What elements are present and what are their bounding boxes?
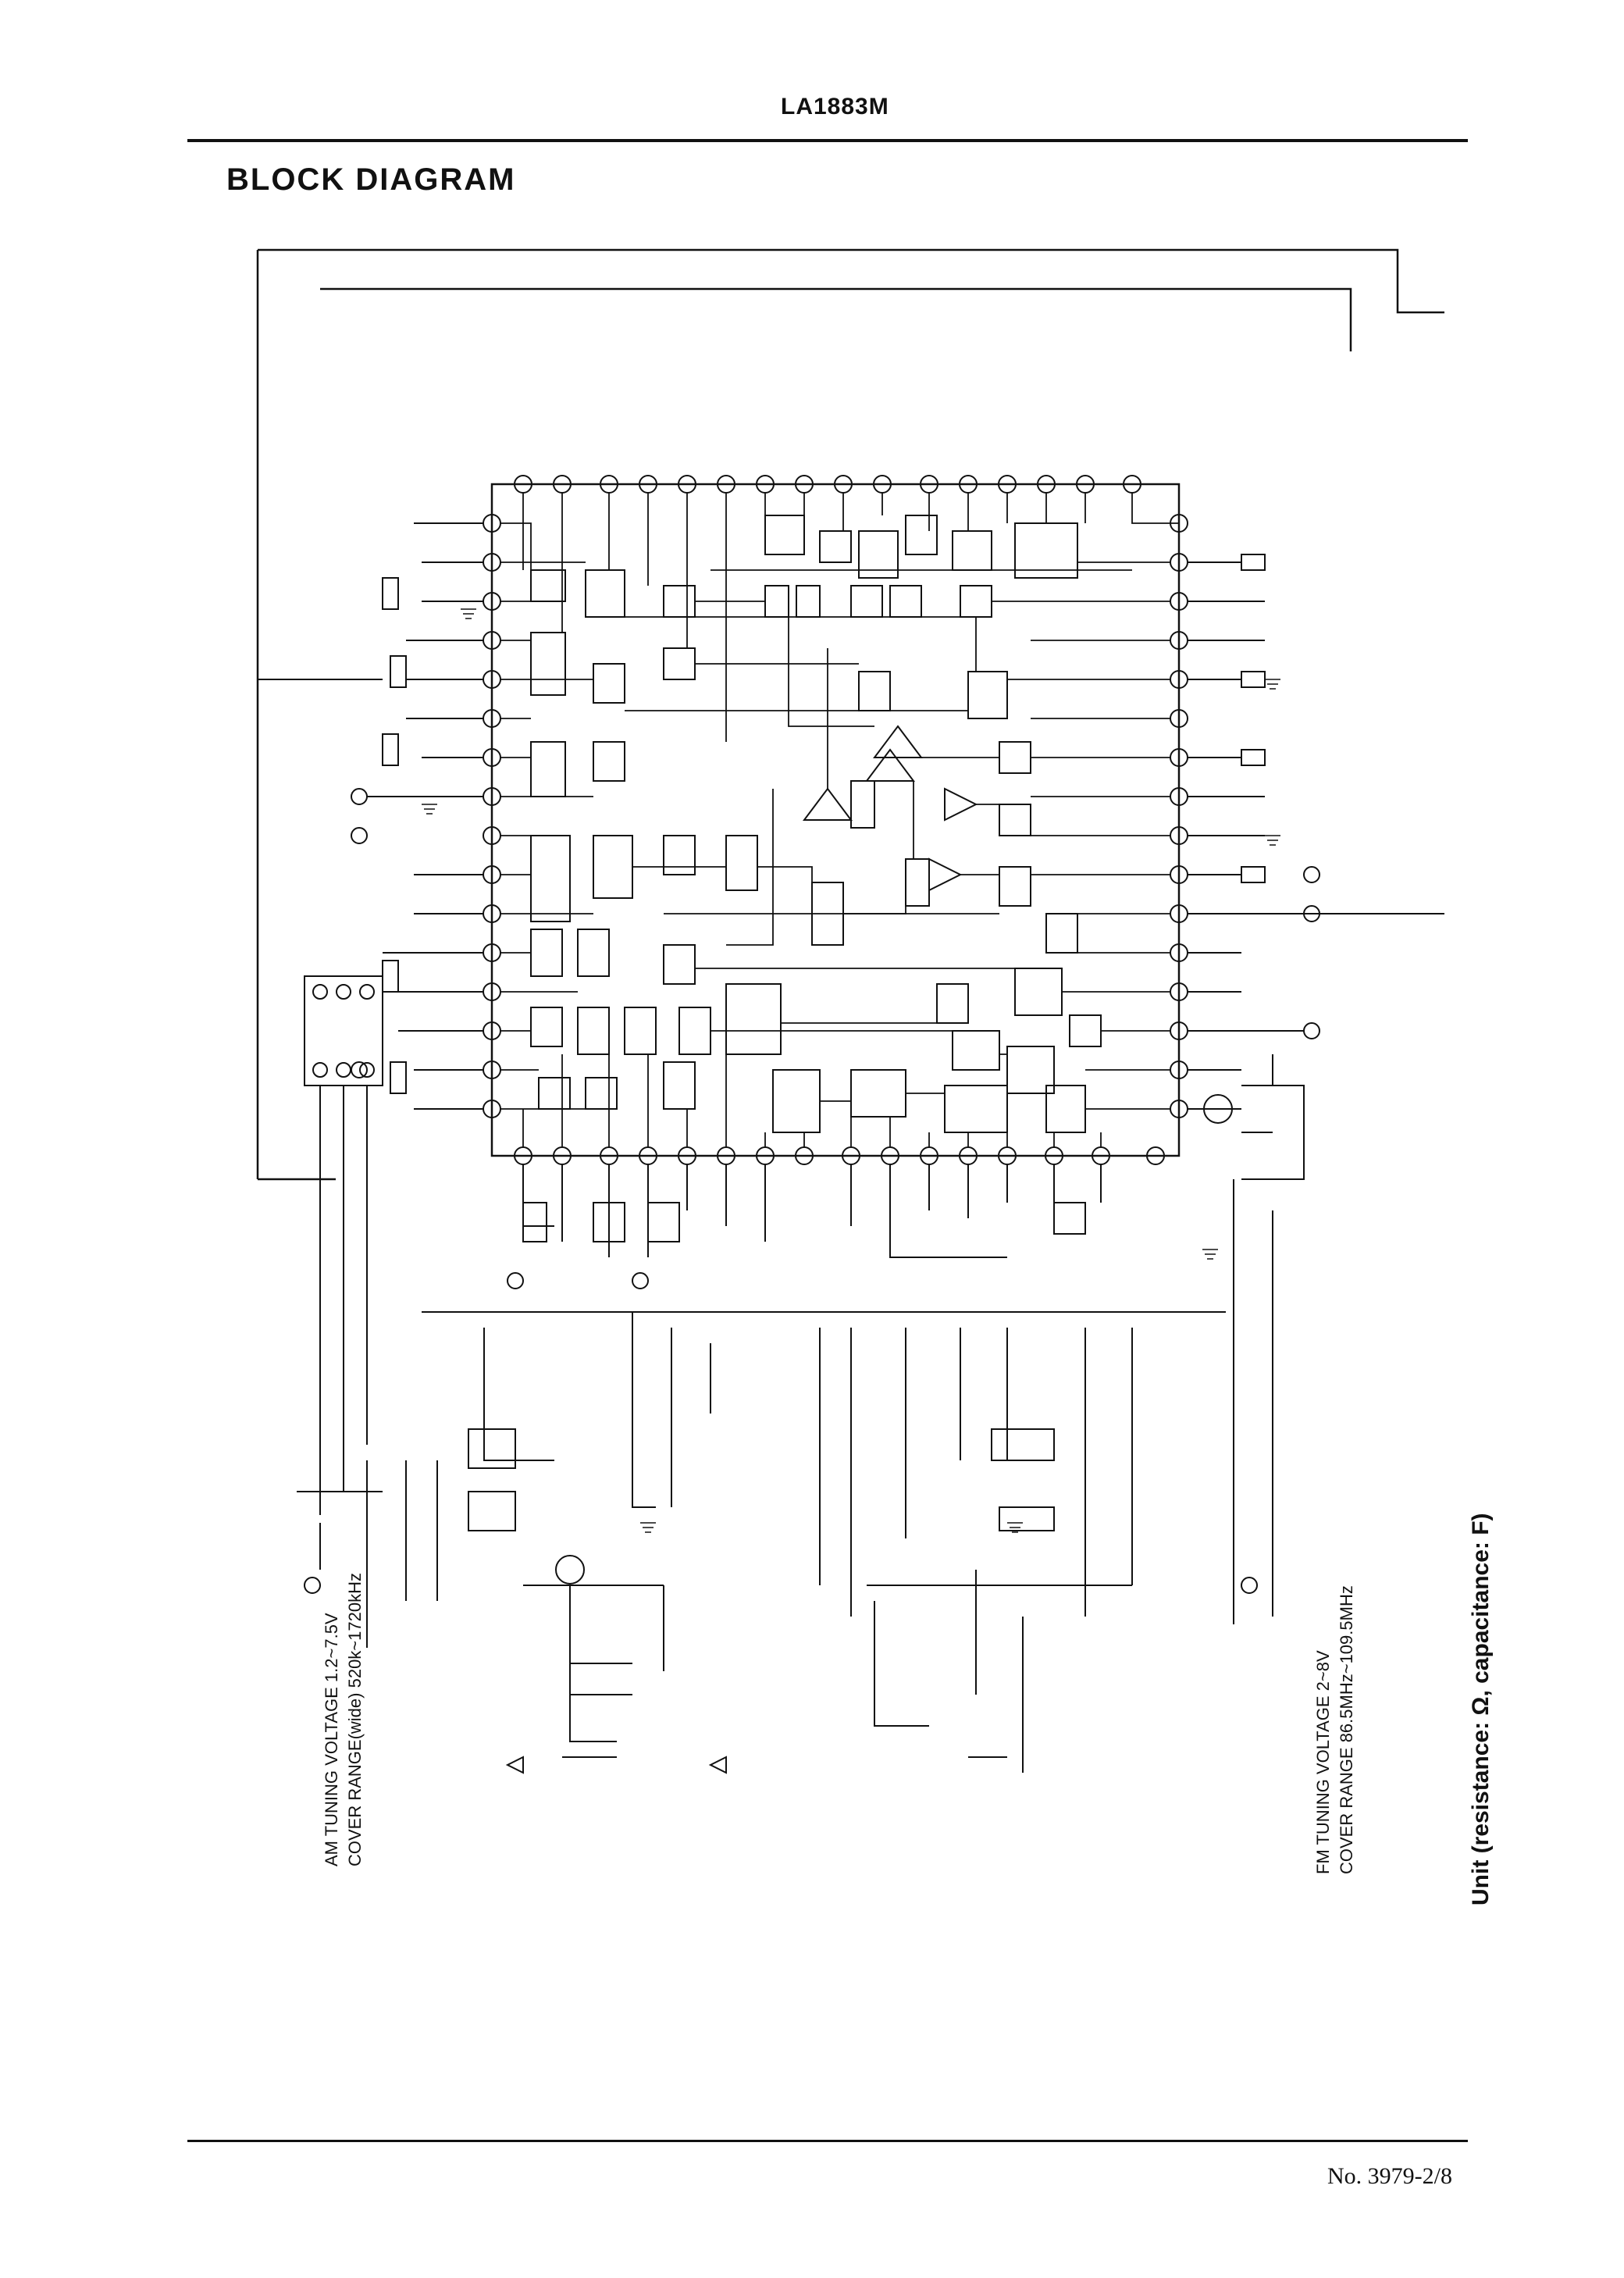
block-diagram-schematic (256, 248, 1444, 1774)
fm-tuning-voltage: FM TUNING VOLTAGE 2~8V (1313, 1650, 1333, 1874)
footer-rule (187, 2140, 1468, 2142)
am-cover-range: COVER RANGE(wide) 520k~1720kHz (345, 1573, 365, 1866)
am-tuning-note: AM TUNING VOLTAGE 1.2~7.5V COVER RANGE(w… (320, 1573, 367, 1866)
page-number: No. 3979-2/8 (1327, 2163, 1452, 2189)
fm-tuning-note: FM TUNING VOLTAGE 2~8V COVER RANGE 86.5M… (1312, 1585, 1359, 1874)
header-rule (187, 139, 1468, 142)
section-title: BLOCK DIAGRAM (226, 162, 516, 197)
unit-note: Unit (resistance: Ω, capacitance: F) (1468, 1513, 1494, 1905)
am-tuning-voltage: AM TUNING VOLTAGE 1.2~7.5V (322, 1613, 341, 1866)
fm-cover-range: COVER RANGE 86.5MHz~109.5MHz (1337, 1585, 1356, 1874)
page-header-part-number: LA1883M (781, 94, 889, 119)
